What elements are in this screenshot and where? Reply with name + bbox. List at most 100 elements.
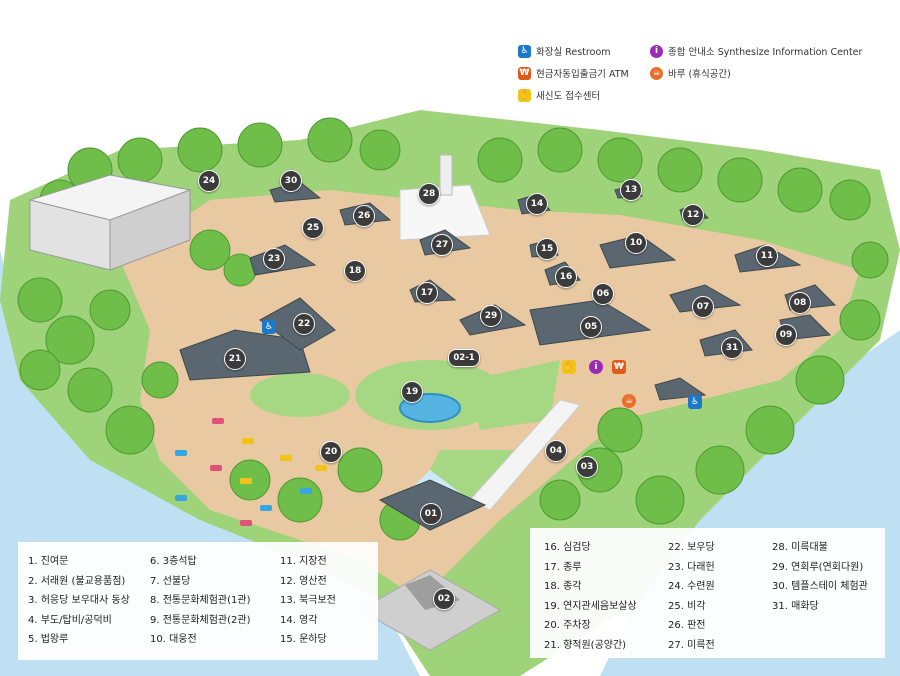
legend-list-left: 1. 진여문 2. 서래원 (불교용품점) 3. 허응당 보우대사 동상 4. 부도/… bbox=[18, 542, 378, 660]
map-marker-16[interactable]: 16 bbox=[555, 266, 577, 288]
building-24 bbox=[28, 174, 192, 271]
legend-entry: 13. 북극보전 bbox=[280, 595, 336, 606]
legend-entry: 21. 향적원(공양간) bbox=[544, 639, 627, 651]
legend-entry: 4. 부도/탑비/공덕비 bbox=[28, 614, 112, 626]
legend-entry: 27. 미륵전 bbox=[668, 639, 715, 651]
map-legend: ♿ 화장실 Restroom i 종합 안내소 Synthesize Infor… bbox=[518, 40, 888, 110]
map-marker-22[interactable]: 22 bbox=[293, 313, 315, 335]
rest-icon: ☕ bbox=[650, 66, 663, 80]
legend-column: 22. 보우당 23. 다래헌 24. 수련원 25. 비각 26. 판전 27. 미륵전 bbox=[668, 538, 715, 655]
map-marker-30[interactable]: 30 bbox=[280, 170, 302, 192]
legend-entry bbox=[772, 616, 868, 636]
map-marker-20[interactable]: 20 bbox=[320, 441, 342, 463]
legend-entry: 12. 영산전 bbox=[280, 575, 327, 587]
legend-entry: 31. 매화당 bbox=[772, 600, 819, 612]
map-marker-28[interactable]: 28 bbox=[418, 183, 440, 205]
map-marker-15[interactable]: 15 bbox=[536, 238, 558, 260]
rest-icon[interactable]: ☕ bbox=[622, 394, 636, 408]
legend-entry: 14. 영각 bbox=[280, 614, 318, 626]
legend-entry: 16. 심검당 bbox=[544, 542, 591, 553]
legend-reception: ✋ 새신도 접수센터 bbox=[518, 88, 600, 102]
map-marker-03[interactable]: 03 bbox=[576, 456, 598, 478]
map-marker-25[interactable]: 25 bbox=[302, 217, 324, 239]
legend-info: i 종합 안내소 Synthesize Information Center bbox=[650, 44, 862, 58]
map-marker-18[interactable]: 18 bbox=[344, 260, 366, 282]
legend-info-label: 종합 안내소 Synthesize Information Center bbox=[668, 47, 863, 58]
legend-entry: 30. 템플스테이 체험관 bbox=[772, 581, 868, 592]
map-marker-02-1[interactable]: 02-1 bbox=[448, 349, 480, 367]
legend-entry: 11. 지장전 bbox=[280, 556, 327, 567]
reception-icon[interactable]: ✋ bbox=[562, 360, 576, 374]
legend-entry: 9. 전통문화체험관(2관) bbox=[150, 614, 251, 626]
legend-entry: 6. 3층석탑 bbox=[150, 556, 197, 567]
restroom-icon[interactable]: ♿ bbox=[262, 320, 276, 334]
legend-entry: 5. 법왕루 bbox=[28, 634, 69, 645]
map-marker-04[interactable]: 04 bbox=[545, 440, 567, 462]
atm-icon: ₩ bbox=[518, 66, 531, 80]
legend-restroom-label: 화장실 Restroom bbox=[536, 47, 611, 58]
map-marker-27[interactable]: 27 bbox=[431, 234, 453, 256]
restroom-icon[interactable]: ♿ bbox=[688, 395, 702, 409]
legend-column: 1. 진여문 2. 서래원 (불교용품점) 3. 허응당 보우대사 동상 4. 부도/… bbox=[28, 552, 130, 650]
reception-icon: ✋ bbox=[518, 88, 531, 102]
map-marker-12[interactable]: 12 bbox=[682, 204, 704, 226]
map-marker-31[interactable]: 31 bbox=[721, 337, 743, 359]
map-marker-17[interactable]: 17 bbox=[416, 282, 438, 304]
legend-entry: 1. 진여문 bbox=[28, 556, 69, 567]
map-marker-01[interactable]: 01 bbox=[420, 503, 442, 525]
map-marker-05[interactable]: 05 bbox=[580, 316, 602, 338]
legend-entry: 23. 다래헌 bbox=[668, 561, 715, 573]
legend-list-right: 16. 심검당 17. 종루 18. 종각 19. 연지관세음보살상 20. 주차장 21… bbox=[530, 528, 885, 658]
legend-reception-label: 새신도 접수센터 bbox=[536, 91, 601, 102]
map-marker-13[interactable]: 13 bbox=[620, 179, 642, 201]
legend-entry: 17. 종루 bbox=[544, 561, 582, 573]
legend-entry: 22. 보우당 bbox=[668, 542, 715, 553]
legend-restroom: ♿ 화장실 Restroom bbox=[518, 44, 611, 58]
legend-entry: 15. 운하당 bbox=[280, 634, 327, 645]
info-icon: i bbox=[650, 44, 663, 58]
legend-entry bbox=[772, 636, 868, 656]
map-marker-29[interactable]: 29 bbox=[480, 305, 502, 327]
map-marker-19[interactable]: 19 bbox=[401, 381, 423, 403]
legend-atm-label: 현금자동입출금기 ATM bbox=[536, 69, 629, 80]
parking-cars bbox=[175, 418, 327, 526]
legend-column: 16. 심검당 17. 종루 18. 종각 19. 연지관세음보살상 20. 주차장 21… bbox=[544, 538, 637, 655]
legend-column: 11. 지장전 12. 영산전 13. 북극보전 14. 영각 15. 운하당 bbox=[280, 552, 336, 650]
map-marker-26[interactable]: 26 bbox=[353, 205, 375, 227]
legend-column: 6. 3층석탑 7. 선불당 8. 전통문화체험관(1관) 9. 전통문화체험관(2관… bbox=[150, 552, 251, 650]
map-marker-11[interactable]: 11 bbox=[756, 245, 778, 267]
stairway bbox=[469, 399, 581, 511]
gate-02-area bbox=[358, 569, 502, 651]
map-marker-24[interactable]: 24 bbox=[198, 170, 220, 192]
atm-icon[interactable]: ₩ bbox=[612, 360, 626, 374]
legend-entry: 3. 허응당 보우대사 동상 bbox=[28, 595, 130, 606]
map-marker-06[interactable]: 06 bbox=[592, 283, 614, 305]
legend-entry: 26. 판전 bbox=[668, 620, 706, 631]
legend-entry: 25. 비각 bbox=[668, 600, 706, 612]
map-marker-10[interactable]: 10 bbox=[625, 232, 647, 254]
legend-entry: 19. 연지관세음보살상 bbox=[544, 600, 637, 612]
legend-entry: 28. 미륵대불 bbox=[772, 542, 828, 553]
map-marker-09[interactable]: 09 bbox=[775, 324, 797, 346]
legend-rest-label: 바루 (휴식공간) bbox=[668, 69, 731, 80]
map-marker-21[interactable]: 21 bbox=[224, 348, 246, 370]
info-icon[interactable]: i bbox=[589, 360, 603, 374]
legend-entry: 2. 서래원 (불교용품점) bbox=[28, 575, 126, 587]
map-marker-08[interactable]: 08 bbox=[789, 292, 811, 314]
legend-column: 28. 미륵대불 29. 연회루(연회다원) 30. 템플스테이 체험관 31. 매화… bbox=[772, 538, 868, 655]
map-marker-02[interactable]: 02 bbox=[433, 588, 455, 610]
map-marker-07[interactable]: 07 bbox=[692, 296, 714, 318]
legend-entry: 29. 연회루(연회다원) bbox=[772, 561, 864, 573]
restroom-icon: ♿ bbox=[518, 44, 531, 58]
legend-entry: 8. 전통문화체험관(1관) bbox=[150, 595, 251, 606]
map-marker-14[interactable]: 14 bbox=[526, 193, 548, 215]
legend-entry: 10. 대웅전 bbox=[150, 634, 197, 645]
legend-rest: ☕ 바루 (휴식공간) bbox=[650, 66, 731, 80]
map-marker-23[interactable]: 23 bbox=[263, 248, 285, 270]
legend-entry: 24. 수련원 bbox=[668, 581, 715, 592]
legend-entry: 18. 종각 bbox=[544, 581, 582, 592]
legend-entry: 7. 선불당 bbox=[150, 575, 191, 587]
legend-atm: ₩ 현금자동입출금기 ATM bbox=[518, 66, 629, 80]
legend-entry: 20. 주차장 bbox=[544, 620, 591, 631]
